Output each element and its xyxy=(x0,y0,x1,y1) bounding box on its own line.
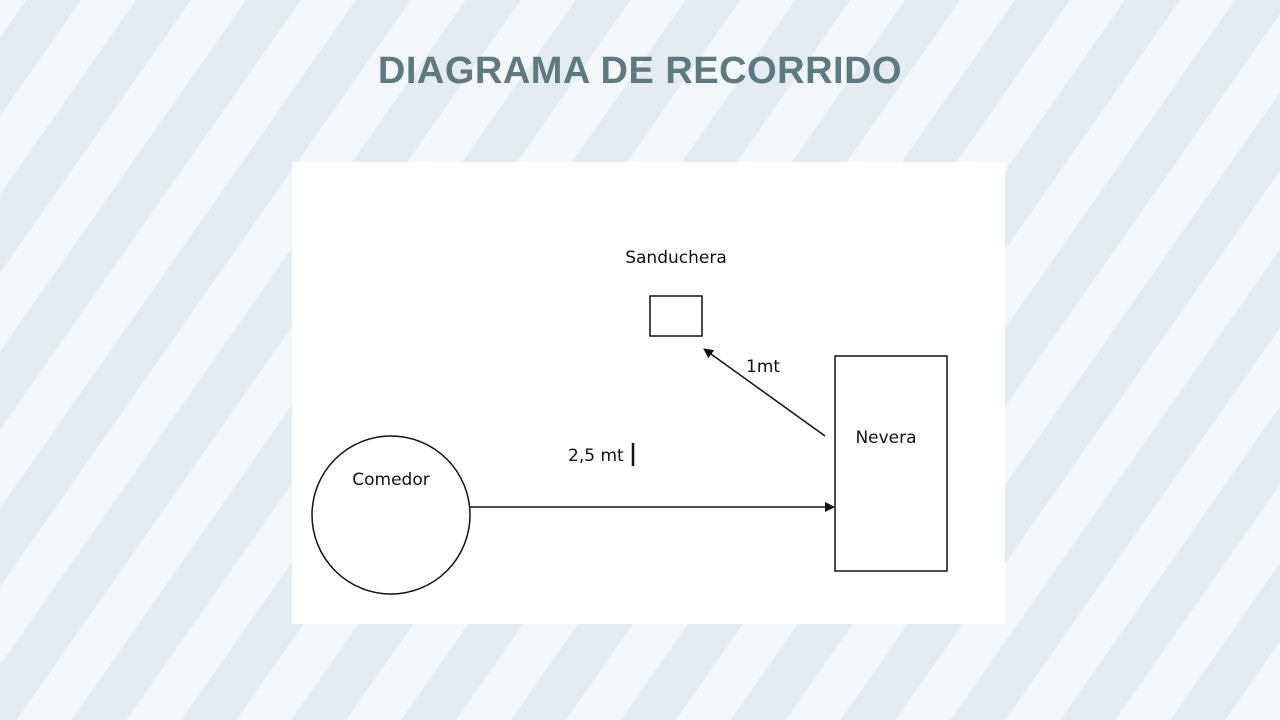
node-nevera xyxy=(834,355,948,572)
node-sanduchera xyxy=(649,295,703,337)
diagram-panel: Comedor Nevera Sanduchera 2,5 mt 1mt xyxy=(292,162,1005,624)
page-title: DIAGRAMA DE RECORRIDO xyxy=(377,50,903,92)
node-sanduchera-label: Sanduchera xyxy=(625,248,727,268)
node-comedor-label: Comedor xyxy=(352,470,429,490)
node-nevera-label: Nevera xyxy=(855,428,916,448)
edge-nevera-sanduchera xyxy=(703,348,826,437)
node-comedor xyxy=(311,435,471,595)
edge-comedor-nevera-label: 2,5 mt xyxy=(568,446,624,466)
flow-diagram: Comedor Nevera Sanduchera 2,5 mt 1mt xyxy=(311,248,948,595)
edge-nevera-sanduchera-label: 1mt xyxy=(746,357,780,377)
